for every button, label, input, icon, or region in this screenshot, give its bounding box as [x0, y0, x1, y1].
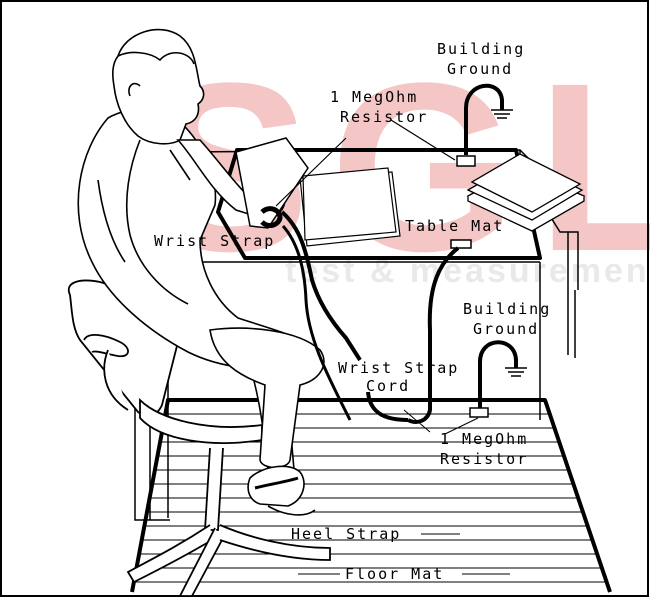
label-table-mat: Table Mat — [405, 217, 504, 235]
floor-ground-connection — [470, 342, 527, 417]
label-wrist-strap-cord-2: Cord — [366, 377, 410, 395]
label-heel-strap: Heel Strap — [291, 525, 401, 543]
label-resistor-bottom-2: Resistor — [440, 450, 528, 468]
label-wrist-strap-cord-1: Wrist Strap — [338, 359, 459, 377]
label-resistor-bottom-1: 1 MegOhm — [440, 430, 528, 448]
watermark: SGL test & measurement — [150, 33, 650, 301]
label-floor-mat: Floor Mat — [345, 565, 444, 583]
label-resistor-top-1: 1 MegOhm — [330, 88, 418, 106]
label-building-ground-mid-2: Ground — [473, 320, 539, 338]
label-resistor-top-2: Resistor — [340, 108, 428, 126]
label-wrist-strap: Wrist Strap — [154, 232, 275, 250]
label-building-ground-top-2: Ground — [447, 60, 513, 78]
label-building-ground-top-1: Building — [437, 40, 525, 58]
papers — [300, 168, 400, 246]
label-building-ground-mid-1: Building — [463, 300, 551, 318]
